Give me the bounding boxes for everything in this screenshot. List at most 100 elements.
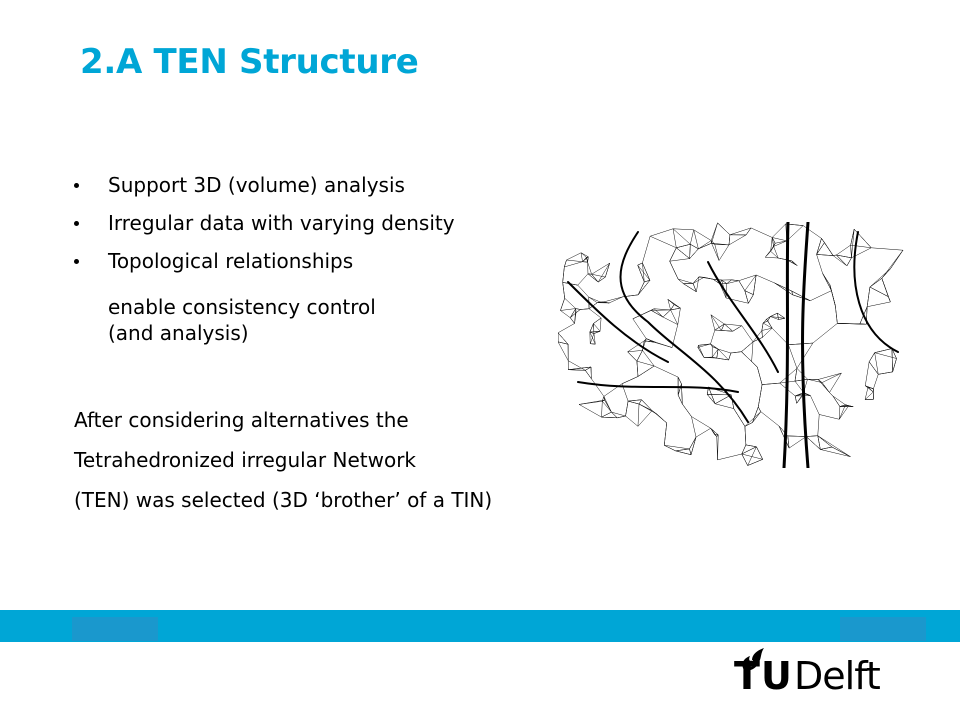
mesh-edge [762,382,780,385]
mesh-edge [741,453,763,460]
mesh-edge [676,244,691,249]
mesh-edge [771,237,774,247]
mesh-edge [574,308,576,324]
mesh-edge [710,428,719,436]
mesh-edge [593,317,602,324]
mesh-edge [566,252,582,261]
mesh-edge [568,360,586,371]
mesh-edge [611,411,626,417]
mesh-edge [817,435,821,450]
mesh-edge [625,401,629,417]
terrain-mesh-figure [558,222,904,468]
mesh-edge [869,278,882,288]
mesh-edge [869,268,891,288]
mesh-edge [689,248,699,259]
mesh-edge [589,333,595,344]
mesh-edge [711,222,718,244]
mesh-edge [832,255,848,267]
mesh-edge [637,281,645,295]
mesh-edge [570,317,575,324]
mesh-edge [601,416,618,419]
mesh-edge [766,319,773,329]
mesh-edge [716,349,719,359]
mesh-edge [637,265,645,283]
mesh-edge [761,323,764,331]
mesh-edge [601,401,603,418]
mesh-edge [775,240,787,244]
mesh-edge [617,415,626,419]
mesh-edge [603,301,610,304]
mesh-edge [677,383,682,396]
mesh-edge [689,448,692,455]
mesh-edge [829,372,842,393]
mesh-edge [628,399,642,402]
mesh-edge [865,385,874,393]
mesh-edge [653,341,673,348]
mesh-edge [712,356,717,359]
mesh-edge [738,274,757,281]
mesh-edge [757,367,763,385]
mesh-edge [741,444,747,455]
mesh-edge [719,283,727,299]
mesh-edge [644,340,654,343]
mesh-edge [670,309,678,325]
mesh-edge [741,341,754,352]
mesh-edge [637,365,655,377]
mesh-edge [721,279,727,284]
mesh-edge [716,357,729,361]
mesh-edge [812,323,838,344]
mesh-edge [638,399,642,405]
mesh-edge [575,308,581,310]
mesh-edge [881,278,889,297]
mesh-edge [566,259,583,262]
mesh-edge [758,384,763,407]
mesh-edge [766,316,771,320]
mesh-edge [772,223,786,238]
mesh-ridge [801,222,810,468]
mesh-edge [714,434,717,437]
mesh-edge [762,322,773,329]
mesh-edge [689,436,697,450]
mesh-edge [718,244,730,261]
mesh-edge [869,286,889,297]
mesh-edge [609,296,623,304]
mesh-edge [710,314,722,331]
mesh-edge [774,282,792,292]
mesh-edge [747,459,763,466]
mesh-edge [677,278,684,284]
mesh-edge [866,287,871,307]
mesh-edge [816,242,825,255]
mesh-edge [864,387,869,400]
mesh-edge [874,352,897,359]
mesh-edge [865,385,874,390]
mesh-edge [696,276,700,292]
mesh-edge [731,279,739,281]
mesh-edge [637,280,651,295]
mesh-edge [654,308,671,311]
mesh-edge [695,428,711,438]
mesh-edge [605,263,610,278]
mesh-edge [582,256,589,262]
mesh-edge [591,274,599,283]
mesh-edge [642,262,651,281]
mesh-edge [820,449,851,457]
mesh-edge [729,227,752,236]
mesh-edge [589,323,594,333]
mesh-edge [690,437,697,455]
mesh-edge [791,290,811,301]
mesh-edge [638,403,653,411]
mesh-edge [817,379,830,393]
mesh-edge [570,312,577,318]
mesh-edge [637,264,651,281]
bullet-item: Support 3D (volume) analysis [74,172,455,198]
mesh-edge [878,371,893,375]
mesh-edge [588,308,602,319]
mesh-edge [589,331,595,334]
mesh-edge [744,290,754,295]
mesh-edge [646,338,655,343]
mesh-edge [558,323,575,334]
mesh-edge [677,376,682,385]
mesh-edge [588,296,601,303]
slide-title: 2.A TEN Structure [80,42,419,82]
mesh-edge [654,365,679,378]
